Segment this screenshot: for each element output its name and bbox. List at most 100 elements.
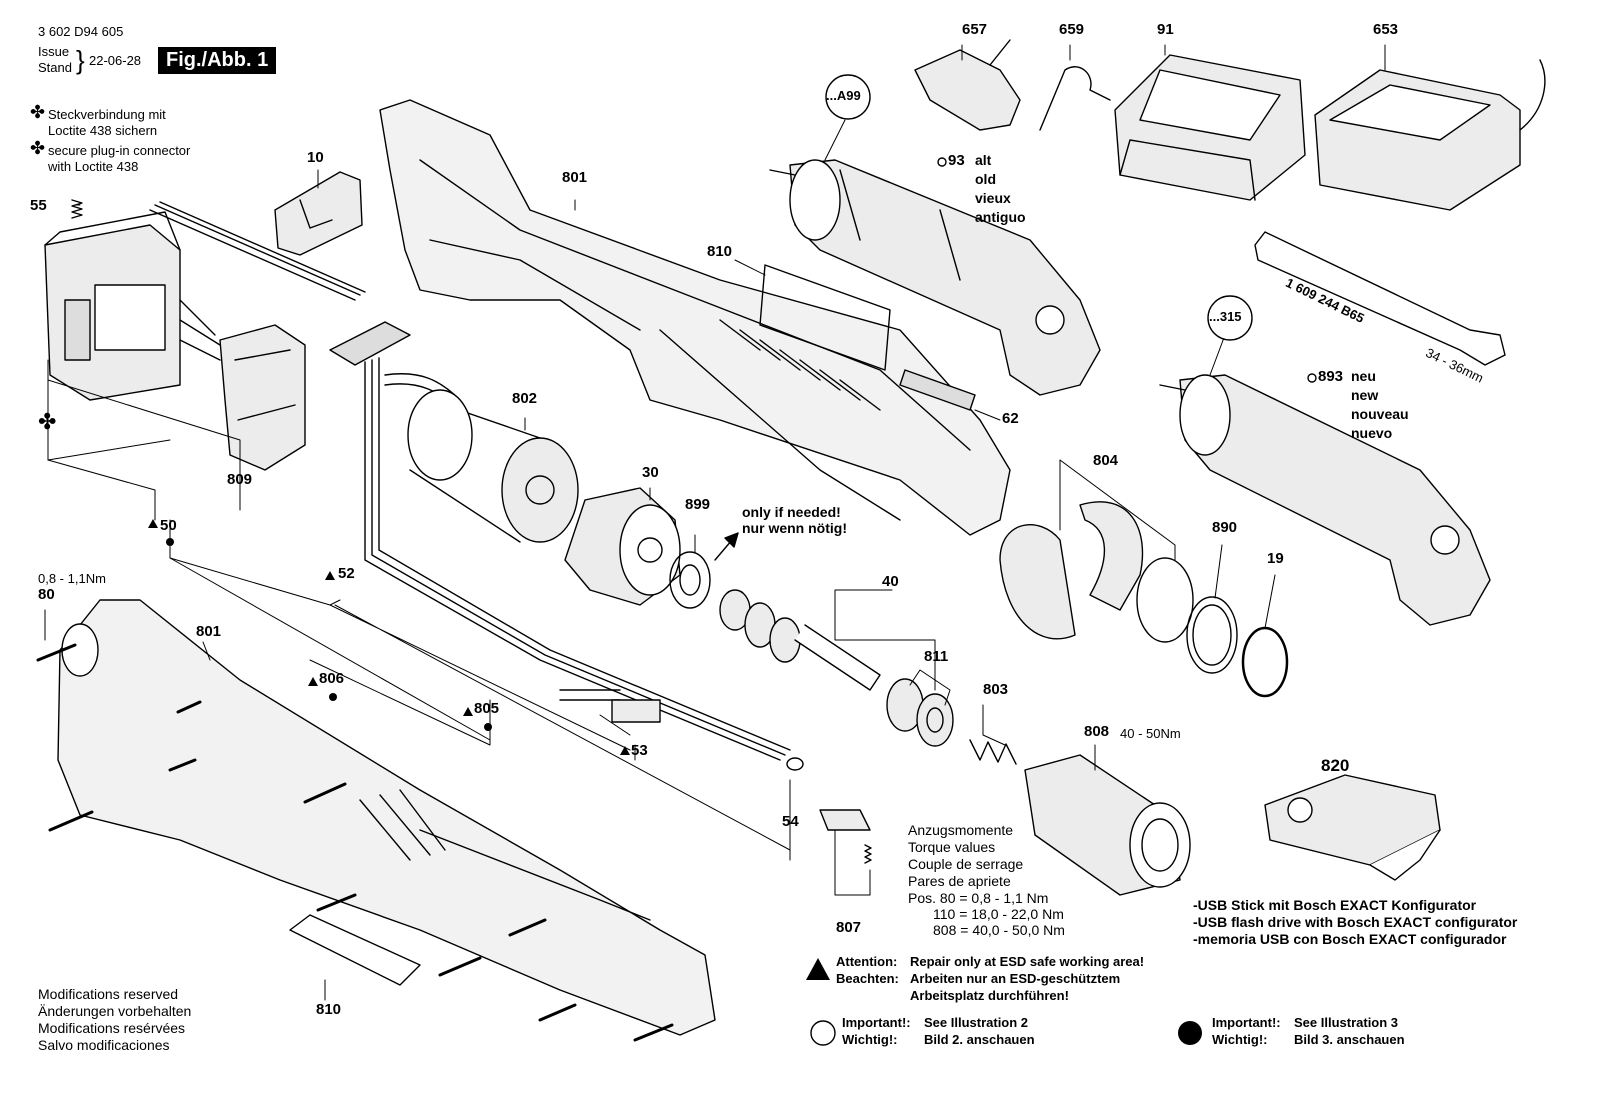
torque-title-en: Torque values <box>908 839 996 855</box>
usb-stick-820 <box>1264 774 1441 881</box>
alt-label: alt <box>975 152 992 168</box>
label-10: 10 <box>307 149 324 166</box>
loctite-symbol-2: ✤ <box>30 138 46 158</box>
header-brace: } <box>76 45 85 75</box>
housing-801-lower <box>57 599 716 1036</box>
label-801-lower: 801 <box>196 623 222 640</box>
angle-head-old-a99 <box>769 159 1101 396</box>
label-806: 806 <box>319 670 345 687</box>
ring-890 <box>1186 596 1238 674</box>
usb-note-en: -USB flash drive with Bosch EXACT config… <box>1193 914 1518 930</box>
modifications-fr: Modifications resérvées <box>38 1020 186 1036</box>
loctite-note-de: Steckverbindung mit <box>48 107 166 122</box>
wichtig-ill3-label: Wichtig!: <box>1212 1032 1268 1047</box>
label-657: 657 <box>962 21 988 38</box>
issue-label: Issue <box>38 44 70 59</box>
torque-row-110: 110 = 18,0 - 22,0 Nm <box>933 906 1064 922</box>
leader-lines <box>44 44 1386 1001</box>
loctite-note-de-2: Loctite 438 sichern <box>48 123 158 138</box>
part-62 <box>899 369 976 411</box>
label-93: 93 <box>948 152 965 169</box>
label-899: 899 <box>685 496 711 513</box>
screws <box>36 643 674 1042</box>
label-62: 62 <box>1002 410 1019 427</box>
loctite-note-en-2: with Loctite 438 <box>48 159 139 174</box>
nouveau-label: nouveau <box>1351 406 1409 422</box>
nuevo-label: nuevo <box>1351 425 1393 441</box>
beachten-text-2: Arbeitsplatz durchführen! <box>910 988 1069 1003</box>
motor-802 <box>407 389 579 543</box>
callout-circles <box>825 74 1317 383</box>
label-30: 30 <box>642 464 659 481</box>
loctite-symbol: ✤ <box>30 102 46 122</box>
issue-date: 22-06-28 <box>89 53 142 68</box>
torque-title-de: Anzugsmomente <box>908 822 1014 838</box>
torque-row-808: 808 = 40,0 - 50,0 Nm <box>933 922 1065 938</box>
label-80: 80 <box>38 586 55 603</box>
label-802: 802 <box>512 390 538 407</box>
gear-811 <box>886 678 954 747</box>
label-55: 55 <box>30 197 47 214</box>
label-808: 808 <box>1084 723 1110 740</box>
wichtig-ill2-text: Bild 2. anschauen <box>924 1032 1035 1047</box>
modifications-es: Salvo modificaciones <box>38 1037 170 1053</box>
label-52: 52 <box>338 565 355 582</box>
clip-807 <box>819 809 872 864</box>
electronics-unit <box>44 201 366 401</box>
important-ill3-label: Important!: <box>1212 1015 1281 1030</box>
cover-10 <box>274 171 363 256</box>
label-804: 804 <box>1093 452 1119 469</box>
ring-804 <box>1136 557 1194 643</box>
wichtig-ill3-text: Bild 3. anschauen <box>1294 1032 1405 1047</box>
old-label: old <box>975 171 996 187</box>
beachten-label: Beachten: <box>836 971 899 986</box>
stand-label: Stand <box>38 60 72 75</box>
nur-wenn-noetig-note: nur wenn nötig! <box>742 520 847 536</box>
coupling-808 <box>1024 754 1191 896</box>
label-809: 809 <box>227 471 253 488</box>
switch-809 <box>179 299 306 471</box>
label-801-upper: 801 <box>562 169 588 186</box>
label-811: 811 <box>924 648 949 665</box>
o-ring-19 <box>1241 626 1289 698</box>
clip-659 <box>1039 66 1111 131</box>
charger-653 <box>1314 59 1546 211</box>
attention-text: Repair only at ESD safe working area! <box>910 954 1145 969</box>
legend-symbols <box>806 958 1202 1046</box>
label-54: 54 <box>782 813 799 830</box>
gear-housing-30 <box>564 487 681 606</box>
sensor-53 <box>559 689 661 723</box>
loctite-symbol-3: ✤ <box>38 409 57 434</box>
label-805: 805 <box>474 700 500 717</box>
spring-55 <box>71 199 83 219</box>
label-50: 50 <box>160 517 177 534</box>
loctite-note-en: secure plug-in connector <box>48 143 191 158</box>
antiguo-label: antiguo <box>975 209 1026 225</box>
label-53: 53 <box>631 742 648 759</box>
label-19: 19 <box>1267 550 1284 567</box>
shell-804 <box>999 501 1144 640</box>
housing-801-upper <box>379 99 1011 536</box>
angle-head-new-315 <box>1159 374 1491 626</box>
arrow-only-if-needed <box>714 532 739 561</box>
label-810-lower: 810 <box>316 1001 342 1018</box>
battery-91 <box>1114 54 1306 201</box>
usb-note-de: -USB Stick mit Bosch EXACT Konfigurator <box>1193 897 1477 913</box>
beachten-text: Arbeiten nur an ESD-geschütztem <box>910 971 1121 986</box>
torque-title-es: Pares de apriete <box>908 873 1011 889</box>
wichtig-ill2-label: Wichtig!: <box>842 1032 898 1047</box>
vieux-label: vieux <box>975 190 1011 206</box>
torque-note-808: 40 - 50Nm <box>1120 726 1181 741</box>
washer-899 <box>669 551 711 609</box>
label-91: 91 <box>1157 21 1174 38</box>
torque-row-80: Pos. 80 = 0,8 - 1,1 Nm <box>908 890 1049 906</box>
key-657 <box>914 39 1021 131</box>
only-if-needed-note: only if needed! <box>742 504 841 520</box>
label-653: 653 <box>1373 21 1399 38</box>
esd-triangles <box>148 519 630 755</box>
label-893: 893 <box>1318 368 1344 385</box>
wrench <box>1254 231 1506 366</box>
label-810-lower <box>289 914 421 986</box>
